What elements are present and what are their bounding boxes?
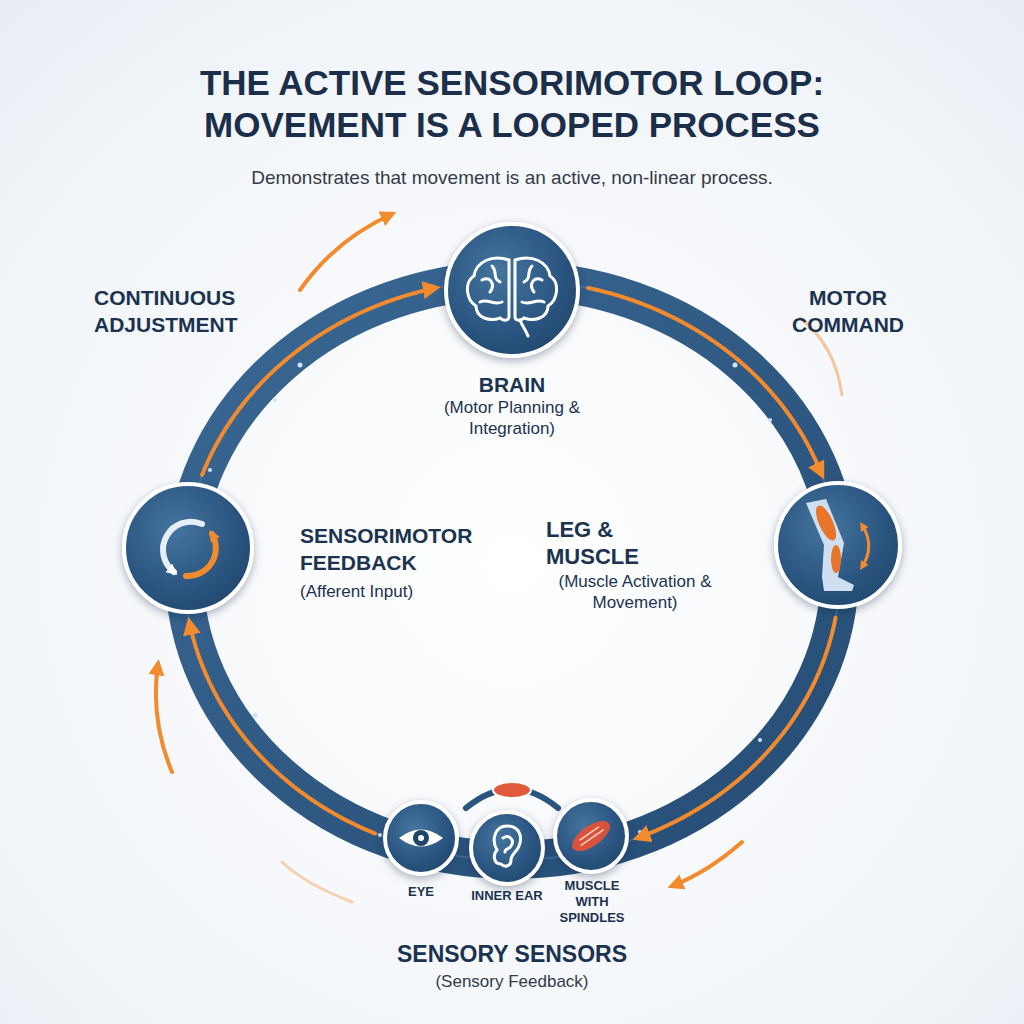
node-heading: MUSCLE WITH SPINDLES	[551, 878, 633, 926]
loop-arrow	[189, 622, 375, 833]
spindle-icon	[567, 815, 615, 857]
node-subtext: (Muscle Activation & Movement)	[540, 572, 730, 613]
edge-label: MOTOR COMMAND	[768, 284, 928, 338]
diagram-title: THE ACTIVE SENSORIMOTOR LOOP: MOVEMENT I…	[150, 62, 874, 146]
loop-band	[184, 280, 840, 860]
loop-node: LEG & MUSCLE(Muscle Activation & Movemen…	[540, 470, 910, 640]
loop-node: INNER EAR	[457, 810, 557, 930]
muscle-symbol	[493, 782, 531, 798]
loop-arrow	[638, 618, 836, 838]
node-heading: EYE	[371, 884, 471, 900]
decor-arrows	[156, 214, 842, 902]
group-label: (Sensory Feedback)	[312, 972, 712, 993]
loop-node: MUSCLE WITH SPINDLES	[531, 798, 651, 938]
glow-dots	[208, 363, 772, 838]
node-heading: SENSORIMOTOR FEEDBACK	[300, 522, 530, 576]
eye-icon	[399, 830, 443, 847]
node-heading: LEG & MUSCLE	[546, 516, 696, 570]
brain-icon	[467, 258, 556, 336]
loop-node: SENSORIMOTOR FEEDBACK(Afferent Input)	[120, 478, 500, 628]
node-circle	[774, 481, 902, 609]
leg-icon	[806, 499, 869, 591]
node-circle	[122, 482, 254, 614]
group-label: SENSORY SENSORS	[262, 940, 762, 968]
loop-node: BRAIN(Motor Planning & Integration)	[382, 222, 642, 462]
node-circle	[553, 798, 629, 874]
band-highlight	[184, 280, 840, 860]
node-circle	[383, 800, 459, 876]
cycle-icon	[163, 522, 216, 576]
edge-label: CONTINUOUS ADJUSTMENT	[94, 284, 294, 338]
node-subtext: (Afferent Input)	[300, 582, 500, 603]
diagram-caption: Demonstrates that movement is an active,…	[112, 166, 912, 189]
loop-arrow	[588, 288, 822, 475]
ear-icon	[494, 826, 520, 866]
node-heading: BRAIN	[382, 372, 642, 398]
node-circle	[444, 222, 580, 358]
node-subtext: (Motor Planning & Integration)	[427, 398, 597, 439]
loop-node: EYE	[371, 800, 471, 910]
node-heading: INNER EAR	[467, 888, 547, 904]
node-circle	[469, 810, 545, 886]
